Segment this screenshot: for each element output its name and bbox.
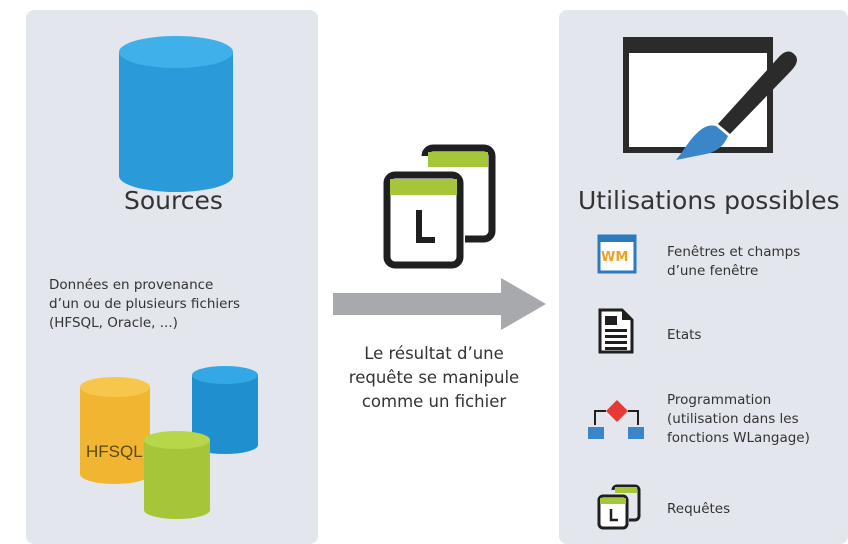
sources-description: Données en provenance d’un ou de plusieu… xyxy=(49,276,309,333)
database-group-icon xyxy=(80,366,258,519)
use-reports-label: Etats xyxy=(667,327,702,343)
use-programming-line: Programmation xyxy=(667,392,772,408)
query-icon xyxy=(383,144,496,269)
query-caption-line: Le résultat d’une xyxy=(364,344,504,363)
database-icon xyxy=(119,36,233,192)
sources-description-line: (HFSQL, Oracle, ...) xyxy=(49,315,178,331)
use-windows-label: Fenêtres et champs d’une fenêtre xyxy=(667,243,800,281)
hfsql-label: HFSQL xyxy=(86,442,143,461)
small-query-icon xyxy=(597,484,641,530)
report-icon xyxy=(598,308,634,354)
query-caption-line: requête se manipule xyxy=(348,368,520,387)
use-programming-line: fonctions WLangage) xyxy=(667,430,810,446)
window-brush-icon xyxy=(623,37,797,160)
uses-title: Utilisations possibles xyxy=(578,186,840,215)
use-programming-label: Programmation (utilisation dans les fonc… xyxy=(667,391,810,448)
use-programming-line: (utilisation dans les xyxy=(667,411,799,427)
arrow-right-icon xyxy=(333,278,546,330)
sources-title: Sources xyxy=(124,186,223,215)
flowchart-icon xyxy=(588,400,644,439)
use-windows-line: d’une fenêtre xyxy=(667,263,759,279)
query-caption-line: comme un fichier xyxy=(361,392,507,411)
use-queries-label: Requêtes xyxy=(667,501,731,517)
sources-description-line: Données en provenance xyxy=(49,277,214,293)
query-caption: Le résultat d’une requête se manipule co… xyxy=(320,342,548,414)
use-windows-line: Fenêtres et champs xyxy=(667,244,801,260)
windows-icon-text: WM xyxy=(601,250,629,265)
window-icon xyxy=(597,234,637,274)
sources-description-line: d’un ou de plusieurs fichiers xyxy=(49,296,241,312)
